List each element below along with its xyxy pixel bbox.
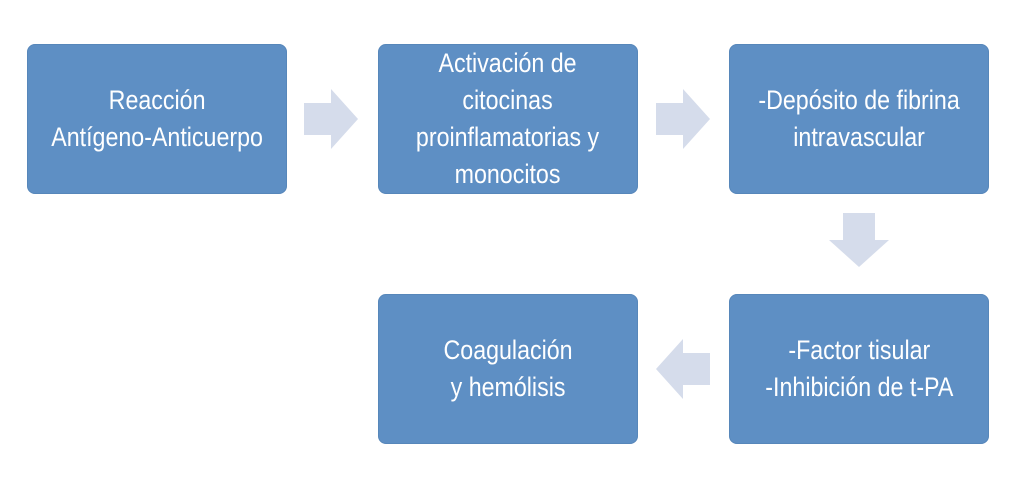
arrow-right-icon xyxy=(304,89,358,149)
box-coagulation-hemolysis: Coagulación y hemólisis xyxy=(378,294,638,444)
arrow-down-icon xyxy=(829,213,889,267)
arrow-left-icon xyxy=(656,339,710,399)
box-cytokine-activation-line-4: monocitos xyxy=(455,159,561,189)
box-cytokine-activation-line-3: proinflamatorias y xyxy=(416,122,600,152)
box-tissue-factor: -Factor tisular -Inhibición de t-PA xyxy=(729,294,989,444)
box-cytokine-activation-line-2: citocinas xyxy=(462,85,554,115)
box-fibrin-deposit-line-2: intravascular xyxy=(793,122,925,152)
box-coagulation-hemolysis-line-2: y hemólisis xyxy=(450,372,566,402)
box-fibrin-deposit-line-1: -Depósito de fibrina xyxy=(758,85,960,115)
box-tissue-factor-line-1: -Factor tisular xyxy=(788,335,930,365)
box-antigen-antibody-reaction: Reacción Antígeno-Anticuerpo xyxy=(27,44,287,194)
arrow-right-icon xyxy=(656,89,710,149)
box-cytokine-activation-line-1: Activación de xyxy=(438,48,578,78)
box-cytokine-activation: Activación de citocinas proinflamatorias… xyxy=(378,44,638,194)
box-tissue-factor-line-2: -Inhibición de t-PA xyxy=(764,372,954,402)
box-antigen-antibody-reaction-line-2: Antígeno-Anticuerpo xyxy=(51,122,263,152)
box-coagulation-hemolysis-line-1: Coagulación xyxy=(443,335,573,365)
box-fibrin-deposit: -Depósito de fibrina intravascular xyxy=(729,44,989,194)
box-antigen-antibody-reaction-line-1: Reacción xyxy=(108,85,206,115)
